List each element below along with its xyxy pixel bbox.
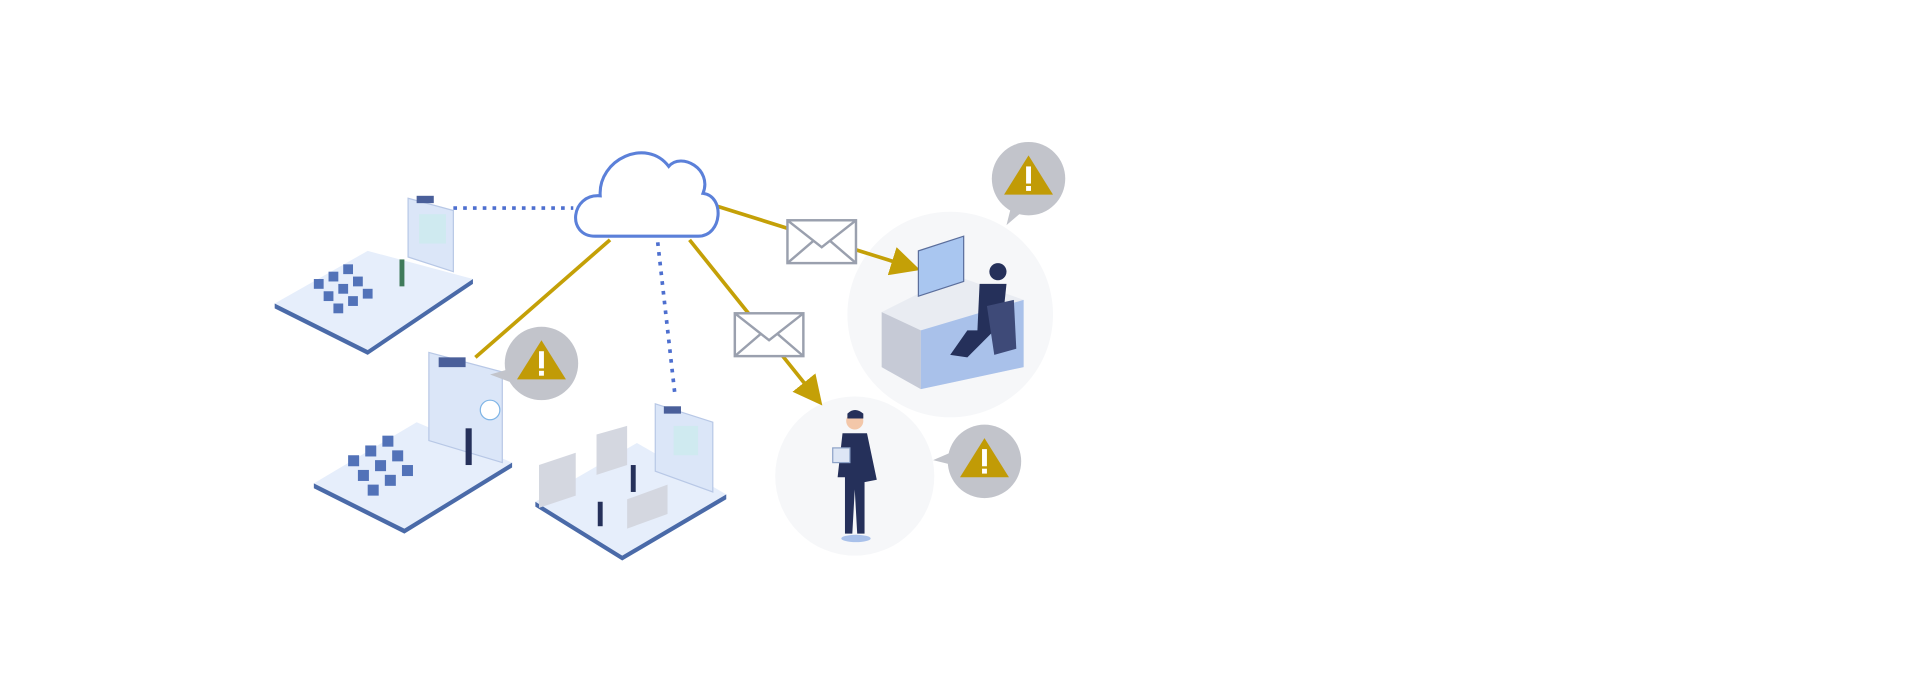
classroom-illustration (313, 351, 513, 534)
warning-icon (991, 141, 1066, 226)
person-at-desk-illustration (881, 235, 1024, 390)
cloud-icon (574, 151, 720, 238)
envelope-icon (733, 312, 805, 358)
classroom-illustration (274, 195, 473, 355)
dotted-link-office (655, 242, 677, 395)
envelope-icon (786, 219, 858, 265)
warning-icon (490, 326, 579, 401)
standing-person-illustration (832, 409, 877, 543)
alert-link-classroom (474, 238, 612, 359)
warning-icon (933, 424, 1022, 499)
office-illustration (535, 403, 727, 561)
